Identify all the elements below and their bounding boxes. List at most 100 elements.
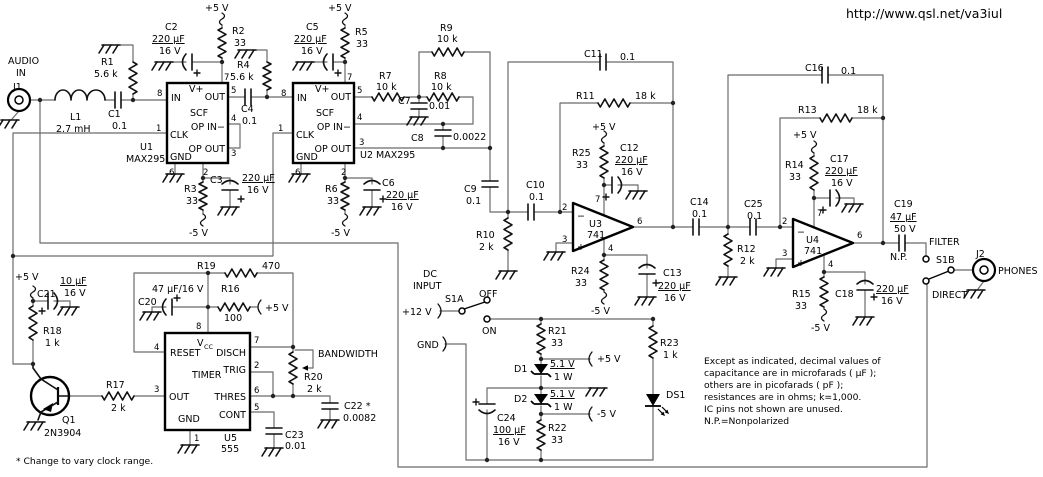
label-c18t: 16 V [881, 296, 903, 307]
label-u2p1: 1 [278, 124, 283, 134]
capacitor-C18 [856, 279, 878, 301]
junction-dots-layer [10, 59, 886, 463]
gnd-hatch [275, 447, 282, 457]
label-c1r: C1 [108, 109, 121, 120]
resistor-R2 [217, 27, 227, 59]
junction-dot [505, 209, 511, 215]
label-r17r: R17 [106, 380, 125, 391]
label-r17v: 2 k [111, 403, 126, 414]
label-c8r: C8 [411, 133, 424, 144]
label-u1p6: 6 [169, 168, 174, 178]
capacitor-C5 [322, 53, 342, 77]
junction-dot [670, 100, 676, 106]
transistor-Q1 [29, 363, 71, 421]
site-url: http://www.qsl.net/va3iul [846, 6, 1002, 21]
label-r6r: R6 [325, 184, 338, 195]
symbols-layer [0, 12, 997, 457]
label-u2gnd: GND [296, 152, 318, 163]
gnd-hatch [191, 444, 198, 454]
label-r23v: 1 k [663, 350, 678, 361]
junction-dot [205, 304, 211, 310]
wire [835, 197, 855, 205]
label-u3p6: 6 [637, 217, 642, 227]
gnd-hatch [639, 190, 646, 200]
label-c6r: C6 [382, 178, 395, 189]
wire [249, 411, 275, 429]
polarity-plus [652, 279, 660, 287]
label-u2in: IN [297, 93, 307, 104]
label-u1p8: 8 [157, 89, 162, 99]
label-u1scf: SCF [190, 108, 208, 119]
label-r2r: R2 [232, 26, 245, 37]
label-c13t: 16 V [664, 293, 686, 304]
label-u5disch: DISCH [216, 348, 246, 359]
polarity-plus [819, 206, 827, 214]
junction-dot [30, 298, 36, 304]
label-r23r: R23 [660, 338, 679, 349]
wire [344, 177, 373, 185]
label-d2w: 1 W [554, 402, 573, 413]
junction-dot [601, 182, 607, 188]
gnd-hatch [852, 316, 859, 326]
ground-symbol [715, 276, 738, 286]
resistor-R22 [536, 419, 546, 451]
label-r6v: 33 [327, 196, 339, 207]
label-r13r: R13 [798, 105, 817, 116]
ground-symbol [359, 206, 382, 216]
label-dc2: INPUT [413, 281, 442, 292]
label-c17r: C17 [830, 154, 849, 165]
wire [151, 306, 167, 313]
label-u5timer: TIMER [191, 370, 222, 381]
gnd-hatch [641, 296, 648, 306]
label-c9r: C9 [464, 184, 477, 195]
label-filt: FILTER [929, 237, 960, 248]
label-u4p: + [797, 258, 805, 269]
label-c2r: C2 [165, 22, 178, 33]
polarity-plus [602, 193, 610, 201]
gnd-hatch [165, 61, 172, 71]
gnd-hatch [57, 306, 64, 316]
label-np: N.P. [890, 252, 907, 263]
label-c10v: 0.1 [529, 192, 544, 203]
gnd-hatch [98, 44, 105, 54]
label-c10r: C10 [526, 180, 545, 191]
pot-wiper-R20 [302, 365, 308, 371]
wire [202, 177, 231, 185]
gnd-hatch [241, 49, 248, 59]
switch-contact [483, 296, 491, 304]
cap-plate [181, 53, 187, 71]
label-r14v: 33 [789, 172, 801, 183]
capacitor-C13 [638, 263, 660, 287]
label-c12v: 220 µF [615, 155, 648, 166]
resistor-R4 [262, 61, 272, 91]
ground-symbol [288, 173, 311, 183]
label-r1v: 5.6 k [94, 69, 118, 80]
label-u5p2: 2 [254, 361, 259, 371]
resistor-R23 [648, 325, 658, 359]
gnd-hatch [158, 61, 165, 71]
label-u2p6: 6 [295, 168, 300, 178]
label-c25v: 0.1 [747, 211, 762, 222]
junction-dot [777, 224, 783, 230]
jack-J1 [6, 87, 32, 113]
capacitor-C10 [527, 203, 535, 221]
label-c1v: 0.1 [112, 121, 127, 132]
gnd-hatch [841, 203, 848, 213]
wires-layer [11, 24, 985, 468]
label-c24t: 16 V [498, 437, 520, 448]
polarity-plus [193, 69, 201, 77]
wire [727, 74, 823, 228]
label-u1p5: 5 [231, 86, 236, 96]
resistor-R20 [288, 351, 298, 385]
label-on: ON [482, 326, 497, 337]
gnd-hatch [715, 276, 722, 286]
label-r10r: R10 [476, 230, 495, 241]
gnd-hatch [722, 276, 729, 286]
label-r12r: R12 [737, 244, 756, 255]
label-r22r: R22 [548, 423, 567, 434]
label-u2p4: 4 [357, 113, 362, 123]
label-r16r: R16 [221, 284, 240, 295]
label-r21v: 33 [551, 338, 563, 349]
diode-triangle [534, 394, 548, 404]
junction-dot [880, 240, 886, 246]
